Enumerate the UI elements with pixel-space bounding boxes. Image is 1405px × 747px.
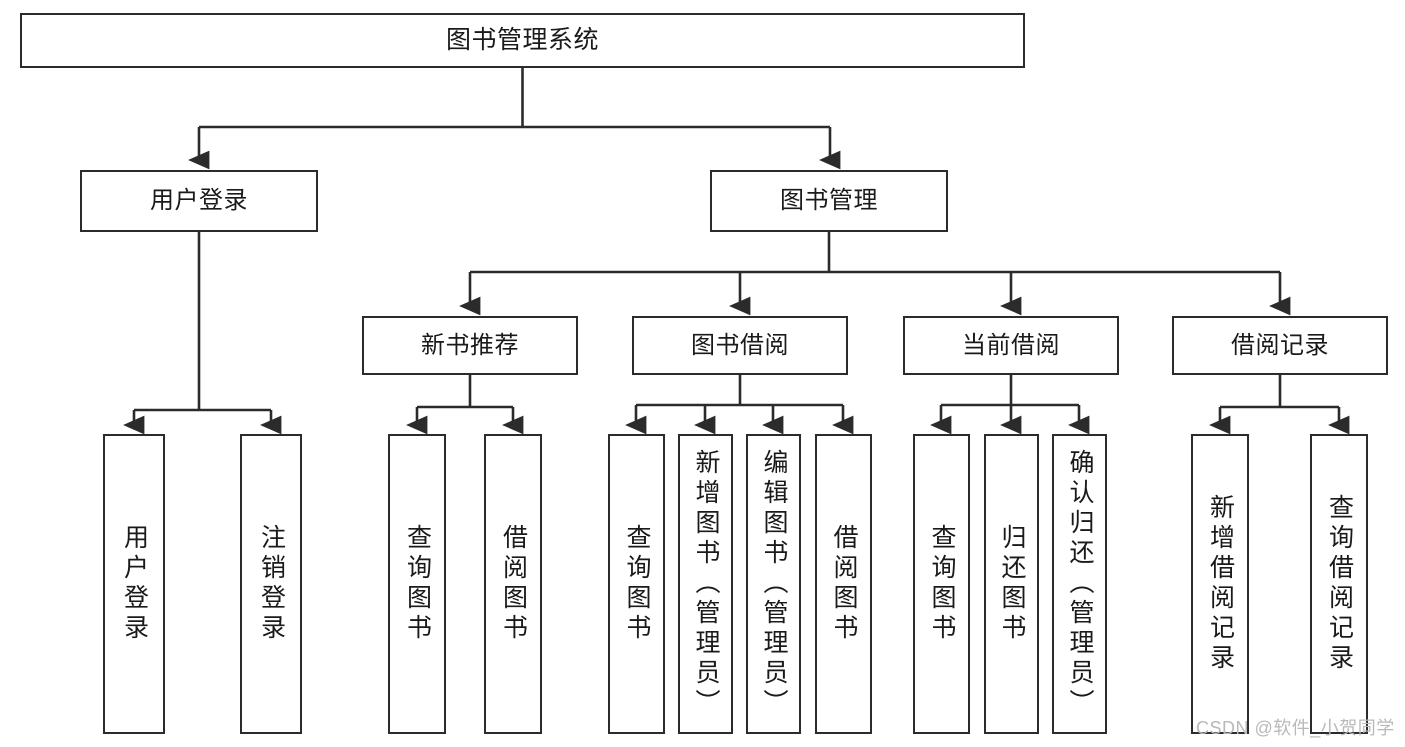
node-book-borrow-label: 图书借阅: [691, 331, 789, 359]
csdn-watermark: CSDN @软件_小贺同学: [1196, 718, 1395, 738]
leaf-borrow-book-recommend[interactable]: 借阅图书: [484, 434, 542, 734]
leaf-query-borrow-record[interactable]: 查询借阅记录: [1310, 434, 1368, 734]
leaf-query-book-borrow-label: 查询图书: [623, 524, 651, 644]
leaf-add-book-admin[interactable]: 新增图书（管理员）: [678, 434, 733, 734]
leaf-user-login-label: 用户登录: [120, 524, 149, 644]
node-user-login-label: 用户登录: [150, 187, 248, 215]
leaf-query-book-current-label: 查询图书: [928, 524, 956, 644]
leaf-add-borrow-record[interactable]: 新增借阅记录: [1191, 434, 1249, 734]
node-new-book-recommend[interactable]: 新书推荐: [362, 316, 578, 375]
leaf-query-book-current[interactable]: 查询图书: [913, 434, 970, 734]
leaf-borrow-book[interactable]: 借阅图书: [815, 434, 872, 734]
leaf-edit-book-admin[interactable]: 编辑图书（管理员）: [746, 434, 801, 734]
leaf-borrow-book-recommend-label: 借阅图书: [499, 524, 528, 644]
leaf-logout[interactable]: 注销登录: [240, 434, 302, 734]
node-root[interactable]: 图书管理系统: [20, 13, 1025, 68]
node-current-borrow[interactable]: 当前借阅: [903, 316, 1119, 375]
node-borrow-records-label: 借阅记录: [1231, 331, 1329, 359]
node-current-borrow-label: 当前借阅: [962, 331, 1060, 359]
leaf-query-book-borrow[interactable]: 查询图书: [608, 434, 665, 734]
node-borrow-records[interactable]: 借阅记录: [1172, 316, 1388, 375]
leaf-edit-book-admin-label: 编辑图书（管理员）: [760, 449, 788, 719]
leaf-logout-label: 注销登录: [257, 524, 286, 644]
node-book-management-label: 图书管理: [780, 187, 878, 215]
leaf-query-book-recommend-label: 查询图书: [403, 524, 432, 644]
node-book-management[interactable]: 图书管理: [710, 170, 948, 232]
node-user-login[interactable]: 用户登录: [80, 170, 318, 232]
leaf-confirm-return-admin[interactable]: 确认归还（管理员）: [1052, 434, 1107, 734]
leaf-return-book[interactable]: 归还图书: [984, 434, 1039, 734]
leaf-return-book-label: 归还图书: [998, 524, 1026, 644]
leaf-add-borrow-record-label: 新增借阅记录: [1206, 494, 1235, 674]
node-book-borrow[interactable]: 图书借阅: [632, 316, 848, 375]
leaf-query-book-recommend[interactable]: 查询图书: [388, 434, 446, 734]
leaf-confirm-return-admin-label: 确认归还（管理员）: [1066, 449, 1094, 719]
leaf-user-login[interactable]: 用户登录: [103, 434, 165, 734]
leaf-query-borrow-record-label: 查询借阅记录: [1325, 494, 1354, 674]
leaf-borrow-book-label: 借阅图书: [830, 524, 858, 644]
leaf-add-book-admin-label: 新增图书（管理员）: [692, 449, 720, 719]
node-new-book-recommend-label: 新书推荐: [421, 331, 519, 359]
node-root-label: 图书管理系统: [445, 26, 599, 55]
